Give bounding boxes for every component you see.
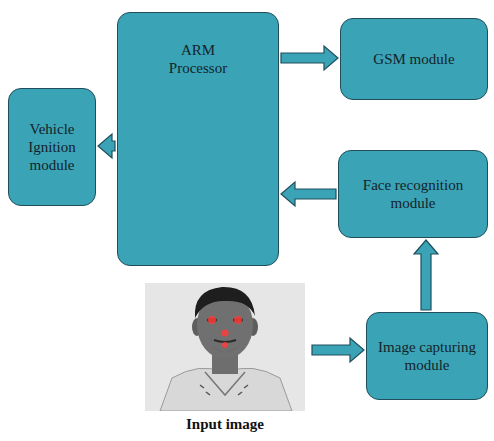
face-photo	[145, 283, 305, 411]
capture-box: Image capturing module	[366, 312, 488, 400]
box-label: Vehicle Ignition module	[14, 120, 90, 174]
block-arrow	[281, 46, 338, 70]
box-label: Image capturing module	[377, 338, 477, 374]
block-arrow	[414, 240, 438, 310]
image-caption: Input image	[145, 416, 305, 433]
ignition-box: Vehicle Ignition module	[8, 88, 96, 206]
processor-box: ARM Processor	[117, 12, 279, 266]
block-arrow	[312, 338, 364, 362]
block-arrow	[98, 134, 115, 158]
box-label: ARM Processor	[150, 41, 246, 77]
block-arrow	[281, 182, 336, 206]
gsm-box: GSM module	[340, 18, 488, 100]
box-label: GSM module	[369, 50, 459, 68]
recognition-box: Face recognition module	[338, 150, 488, 238]
box-label: Face recognition module	[353, 176, 473, 212]
